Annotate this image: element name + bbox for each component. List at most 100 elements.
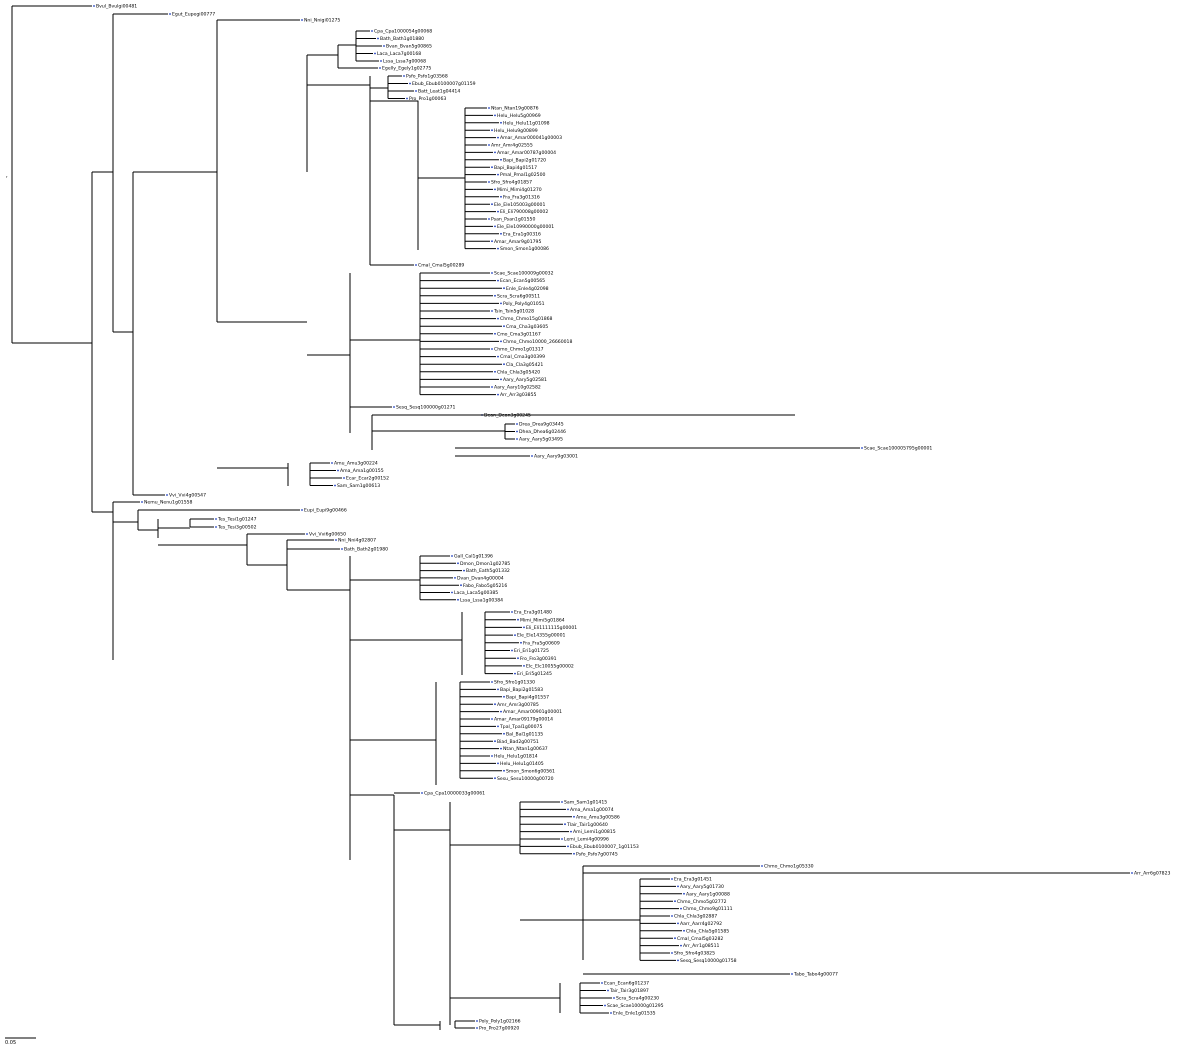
tip-marker-40 — [491, 310, 493, 312]
tip-marker-131 — [476, 1027, 478, 1029]
tip-label-29: Psan_Psan1g01550 — [491, 217, 535, 223]
tip-marker-112 — [671, 878, 673, 880]
tip-marker-64 — [141, 501, 143, 503]
tip-label-68: Vvi_Vvi6g00650 — [309, 532, 346, 538]
tip-marker-54 — [516, 423, 518, 425]
tip-marker-48 — [494, 370, 496, 373]
tip-label-63: Vvi_Vvi4g00547 — [169, 493, 206, 499]
tip-label-81: Ele_Ele14355g00001 — [517, 633, 566, 639]
tip-marker-57 — [861, 447, 863, 449]
tip-marker-17 — [491, 129, 493, 132]
tip-label-9: Egelly_Egely1g02775 — [382, 66, 431, 72]
tip-label-51: Arr_Arr3g03855 — [500, 392, 537, 398]
tip-label-73: Bath_Eath5g01332 — [466, 568, 510, 574]
tip-marker-90 — [494, 703, 496, 706]
tip-label-48: Chla_Chla3g05420 — [497, 369, 540, 375]
tip-marker-11 — [409, 82, 411, 85]
tip-label-100: Sesu_Sesu10000g00720 — [497, 776, 554, 782]
tip-marker-36 — [497, 279, 499, 282]
tip-label-86: Eri_Eri5g01245 — [517, 671, 552, 677]
tip-label-128: Scae_Scae10000g01295 — [607, 1003, 664, 1009]
tip-label-82: Fra_Fra5g00609 — [523, 640, 560, 646]
tip-marker-117 — [671, 915, 673, 917]
tip-marker-6 — [383, 45, 385, 47]
tip-label-116: Chmo_Chmo9g01111 — [683, 906, 733, 912]
tip-label-115: Chmo_Chmo5g02772 — [677, 899, 727, 905]
tip-label-56: Aary_Aary5g03495 — [519, 437, 563, 443]
tip-label-23: Pmal_Pmal1g02500 — [500, 172, 545, 178]
tip-label-36: Ecan_Ecan5g00565 — [500, 278, 545, 284]
tip-marker-63 — [166, 494, 168, 496]
tip-label-94: Bal_Bal1g01135 — [506, 731, 543, 737]
tip-marker-116 — [680, 907, 682, 910]
tip-marker-22 — [491, 166, 493, 169]
tip-label-83: Eri_Eri1g01725 — [514, 648, 549, 654]
tip-marker-97 — [491, 755, 493, 757]
tip-label-32: Amar_Amar9g01795 — [494, 239, 541, 245]
tip-label-79: Mimi_Mimi5g01864 — [520, 617, 565, 623]
tip-label-88: Bapi_Bapi2g01583 — [500, 687, 543, 693]
tip-label-41: Chmo_Chmo15g01868 — [500, 316, 553, 322]
tip-label-47: Cla_Cla3g05421 — [506, 362, 543, 368]
tip-marker-14 — [488, 107, 490, 109]
tip-marker-125 — [601, 982, 603, 984]
tip-marker-55 — [516, 430, 518, 433]
tip-marker-127 — [613, 997, 615, 999]
tip-marker-26 — [500, 195, 502, 198]
tip-label-62: Sam_Sam1g00613 — [337, 483, 380, 489]
tip-marker-27 — [491, 203, 493, 206]
tip-marker-49 — [500, 378, 502, 381]
tip-label-78: Era_Era3g01480 — [514, 610, 552, 616]
tip-label-27: Ele_Ele105003g00001 — [494, 202, 545, 208]
tip-label-52: Sesq_Sesq100000g01271 — [396, 405, 456, 411]
tip-label-106: Ami_Lemi1g00815 — [573, 829, 616, 835]
tip-marker-109 — [573, 852, 575, 855]
tip-label-35: Scae_Scae100009g00032 — [494, 271, 554, 277]
tip-label-8: Lssa_Lssa7g00068 — [383, 59, 426, 65]
tip-marker-104 — [573, 815, 575, 818]
tip-label-101: Cpa_Cpa10000033g00061 — [424, 791, 485, 797]
tip-marker-103 — [567, 808, 569, 811]
tip-label-80: Eli_Eli1111115g00001 — [526, 625, 577, 631]
tip-marker-16 — [500, 121, 502, 124]
tip-marker-105 — [564, 823, 566, 826]
tip-marker-99 — [503, 769, 505, 772]
tip-marker-41 — [497, 317, 499, 320]
tip-label-109: Psfo_Psfo7g00745 — [576, 851, 618, 857]
tip-label-16: Helu_Helu11g01098 — [503, 120, 550, 126]
tip-marker-15 — [494, 114, 496, 117]
tip-label-28: Eli_Eli790008g00002 — [500, 209, 548, 215]
tip-label-130: Poly_Poly1g02166 — [479, 1019, 521, 1025]
tip-marker-8 — [380, 60, 382, 62]
tip-marker-75 — [460, 584, 462, 587]
tip-label-117: Chla_Chla3g02887 — [674, 914, 717, 920]
tip-label-92: Amar_Amar09179g00014 — [494, 717, 553, 723]
tip-marker-72 — [457, 562, 459, 565]
tip-marker-60 — [337, 469, 339, 472]
tip-label-42: Cma_Cha3g03605 — [506, 324, 548, 330]
tip-marker-7 — [374, 52, 376, 55]
tip-label-131: Pro_Pro27g00920 — [479, 1026, 519, 1032]
tip-marker-87 — [491, 681, 493, 683]
tip-label-76: Laca_Laca5g00385 — [454, 590, 498, 596]
tip-marker-115 — [674, 900, 676, 903]
tip-marker-78 — [511, 611, 513, 613]
tip-marker-59 — [331, 462, 333, 464]
tip-marker-84 — [517, 657, 519, 660]
tip-marker-67 — [215, 526, 217, 528]
tip-marker-71 — [451, 555, 453, 557]
tip-label-96: Ntan_Ntan1g00637 — [503, 746, 548, 752]
tip-label-87: Sfro_Sfro1g01330 — [494, 680, 535, 686]
tip-marker-30 — [494, 225, 496, 228]
tip-label-74: Dvan_Dvan4g00004 — [457, 576, 504, 582]
tip-label-65: Eupi_Eupi9g00466 — [304, 508, 347, 514]
tip-marker-66 — [215, 518, 217, 520]
tip-label-57: Scae_Scae100005795g00001 — [864, 446, 932, 452]
tip-label-114: Aary_Aary1g00088 — [686, 891, 730, 897]
tip-marker-28 — [497, 210, 499, 213]
tip-marker-56 — [516, 438, 518, 440]
scale-label: 0.05 — [5, 1040, 16, 1046]
tip-marker-111 — [1131, 872, 1133, 874]
tip-marker-124 — [791, 973, 793, 975]
tip-label-18: Amar_Amar000041g00003 — [500, 135, 562, 141]
